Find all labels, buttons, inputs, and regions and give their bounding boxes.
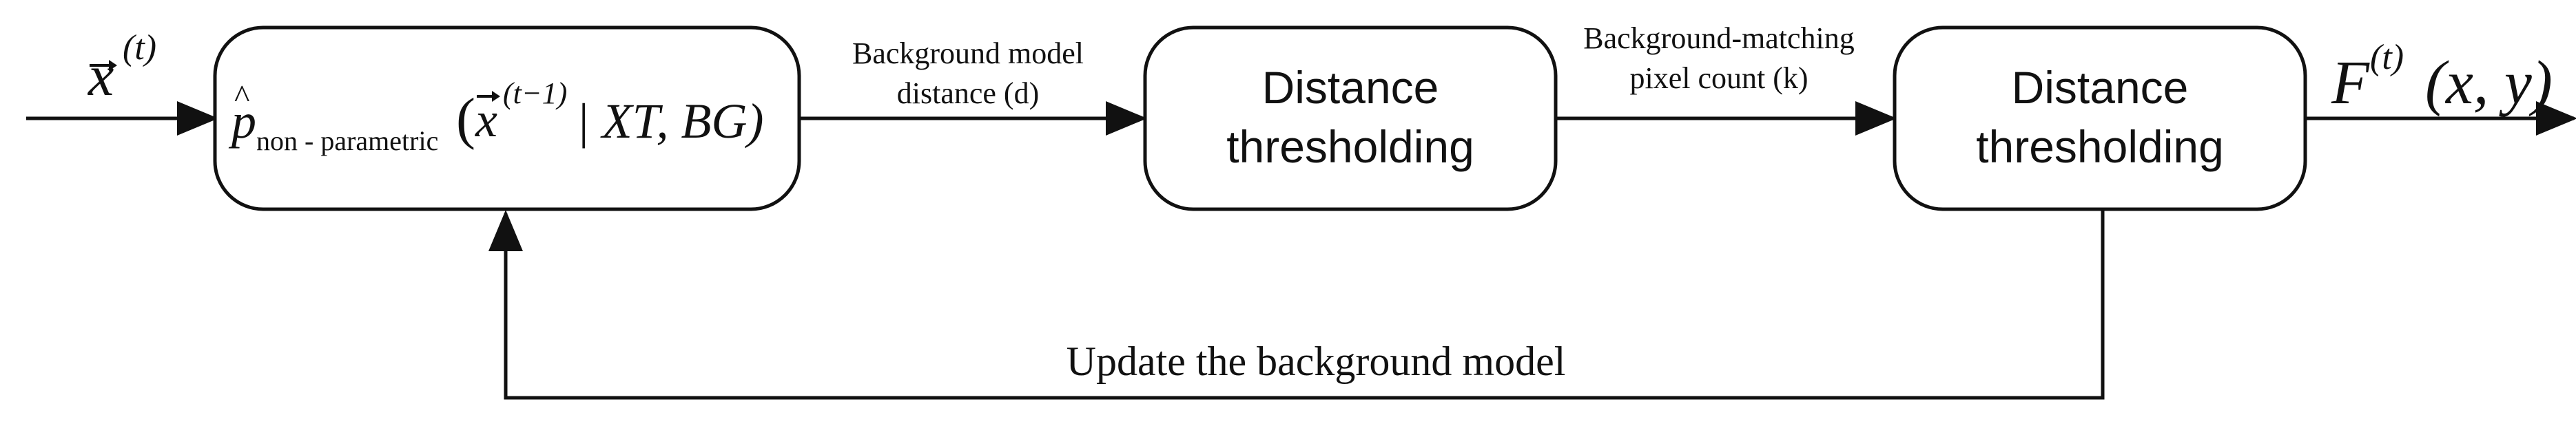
edge-1-label-line-1: Background model: [852, 36, 1084, 70]
threshold-1-line-1: Distance: [1262, 62, 1439, 113]
model-hat-icon: ^: [234, 78, 250, 115]
input-superscript: (t): [123, 28, 156, 67]
model-open-paren: (: [456, 87, 475, 151]
model-subscript: non - parametric: [256, 125, 438, 156]
output-args: (x, y): [2425, 49, 2553, 117]
model-block: p ^ non - parametric ( x (t−1) | XT, BG): [213, 25, 801, 211]
output-label: F (t) (x, y): [2331, 38, 2553, 117]
edge-2-label-line-2: pixel count (k): [1629, 61, 1808, 95]
model-p: p: [228, 94, 256, 149]
feedback-loop-line: [488, 209, 2105, 400]
threshold-block-1: Distance thresholding: [1143, 25, 1558, 211]
model-condition: | XT, BG): [576, 94, 763, 149]
edge-1-label-line-2: distance (d): [897, 76, 1039, 110]
input-label: x (t): [87, 28, 156, 108]
feedback-label: Update the background model: [1067, 339, 1566, 384]
output-symbol: F: [2331, 49, 2370, 117]
threshold-2-line-1: Distance: [2012, 62, 2189, 113]
model-x-superscript: (t−1): [503, 76, 567, 110]
threshold-block-2: Distance thresholding: [1893, 25, 2307, 211]
threshold-1-line-2: thresholding: [1226, 121, 1474, 172]
svg-text:x: x: [87, 44, 114, 108]
model-vector-arrow-head-icon: [492, 91, 500, 102]
edge-2-label-line-1: Background-matching: [1583, 21, 1854, 55]
model-x: x: [475, 92, 497, 147]
output-superscript: (t): [2370, 38, 2404, 77]
vector-arrow-head-icon: [109, 60, 117, 71]
threshold-2-line-2: thresholding: [1976, 121, 2224, 172]
input-symbol: x: [87, 44, 114, 108]
